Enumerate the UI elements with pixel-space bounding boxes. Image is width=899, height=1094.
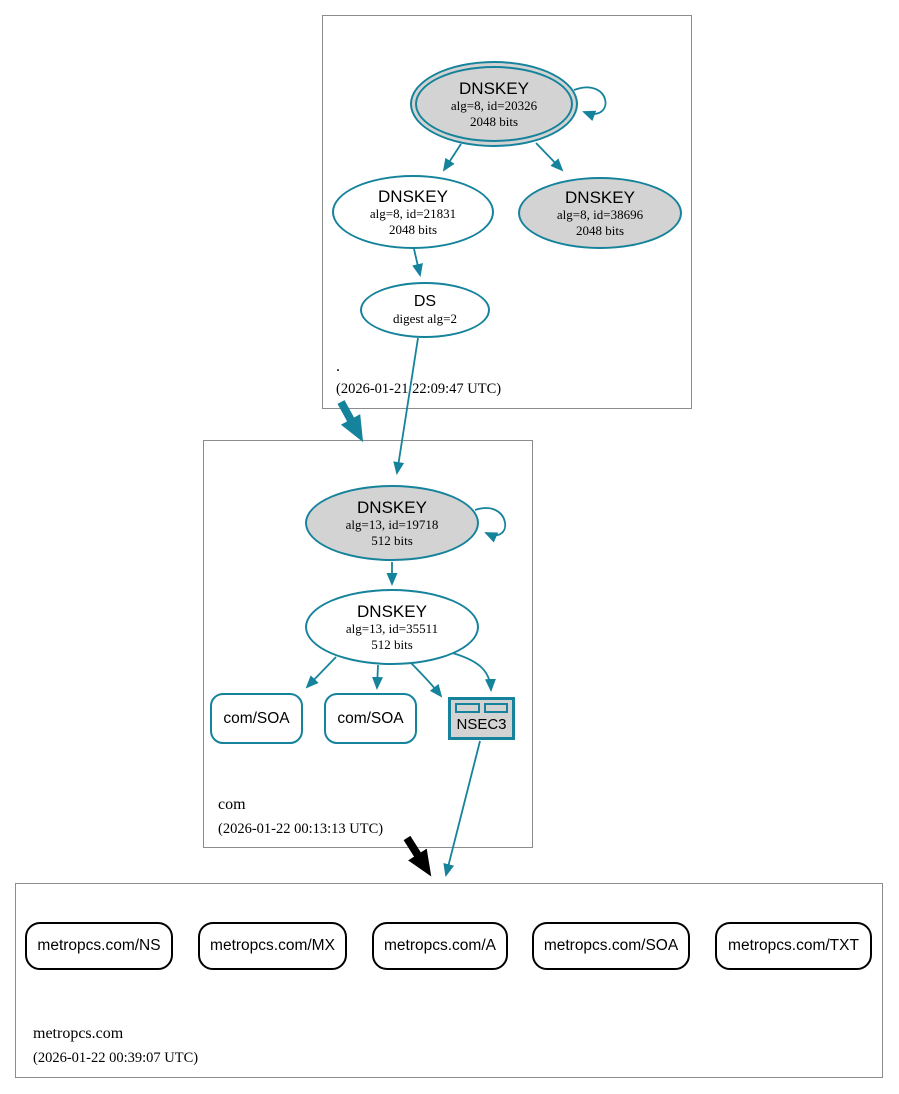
dnskey-node-root-ksk[interactable]: DNSKEY alg=8, id=20326 2048 bits — [410, 61, 578, 147]
rrset-node-metropcs-mx[interactable]: metropcs.com/MX — [198, 922, 347, 970]
zone-label-root: . — [336, 358, 340, 375]
node-detail: alg=13, id=19718 — [345, 517, 439, 533]
rrset-node-metropcs-a[interactable]: metropcs.com/A — [372, 922, 508, 970]
zone-timestamp-root: (2026-01-21 22:09:47 UTC) — [336, 381, 502, 397]
rrset-label: metropcs.com/A — [384, 937, 496, 954]
zone-box-metropcs — [15, 883, 883, 1078]
node-detail: 2048 bits — [575, 222, 625, 238]
rrset-node-com-soa-1[interactable]: com/SOA — [210, 693, 303, 744]
nsec3-header-row — [455, 703, 508, 713]
rrset-label: metropcs.com/TXT — [728, 937, 859, 954]
node-title: DNSKEY — [357, 498, 427, 518]
node-detail: 512 bits — [371, 532, 413, 548]
zone-label-com: com — [218, 796, 246, 813]
nsec3-cell — [483, 703, 508, 713]
nsec3-cell — [455, 703, 480, 713]
zone-timestamp-com: (2026-01-22 00:13:13 UTC) — [218, 821, 384, 837]
rrset-label: metropcs.com/SOA — [543, 937, 679, 954]
rrset-label: com/SOA — [223, 709, 290, 727]
zone-timestamp-metropcs: (2026-01-22 00:39:07 UTC) — [33, 1050, 199, 1066]
rrset-node-com-soa-2[interactable]: com/SOA — [324, 693, 417, 744]
rrset-node-metropcs-ns[interactable]: metropcs.com/NS — [25, 922, 173, 970]
rrset-label: metropcs.com/MX — [210, 937, 335, 954]
node-detail: 2048 bits — [469, 113, 519, 129]
node-detail: digest alg=2 — [392, 311, 458, 327]
dnskey-root-ksk-inner: DNSKEY alg=8, id=20326 2048 bits — [415, 66, 573, 142]
ds-node-root[interactable]: DS digest alg=2 — [360, 282, 490, 338]
node-detail: 2048 bits — [388, 221, 438, 237]
dnskey-node-com-zsk[interactable]: DNSKEY alg=13, id=35511 512 bits — [305, 589, 479, 665]
zone-box-root — [322, 15, 692, 409]
node-title: DNSKEY — [459, 79, 529, 99]
dnskey-node-com-ksk[interactable]: DNSKEY alg=13, id=19718 512 bits — [305, 485, 479, 561]
node-title: DNSKEY — [357, 602, 427, 622]
zone-box-com — [203, 440, 533, 848]
node-detail: 512 bits — [371, 636, 413, 652]
rrset-node-metropcs-txt[interactable]: metropcs.com/TXT — [715, 922, 872, 970]
node-detail: alg=8, id=38696 — [556, 207, 644, 223]
node-title: DNSKEY — [378, 187, 448, 207]
node-detail: alg=8, id=21831 — [369, 206, 457, 222]
nsec3-label: NSEC3 — [456, 715, 507, 733]
node-title: DNSKEY — [565, 188, 635, 208]
node-detail: alg=13, id=35511 — [345, 621, 439, 637]
node-detail: alg=8, id=20326 — [450, 98, 538, 114]
dnskey-node-root-zsk[interactable]: DNSKEY alg=8, id=21831 2048 bits — [332, 175, 494, 249]
rrset-label: metropcs.com/NS — [37, 937, 161, 954]
rrset-node-metropcs-soa[interactable]: metropcs.com/SOA — [532, 922, 690, 970]
nsec3-node[interactable]: NSEC3 — [448, 697, 515, 740]
node-title: DS — [413, 293, 437, 311]
rrset-label: com/SOA — [337, 709, 404, 727]
zone-label-metropcs: metropcs.com — [33, 1025, 124, 1042]
dnskey-node-root-key2[interactable]: DNSKEY alg=8, id=38696 2048 bits — [518, 177, 682, 249]
